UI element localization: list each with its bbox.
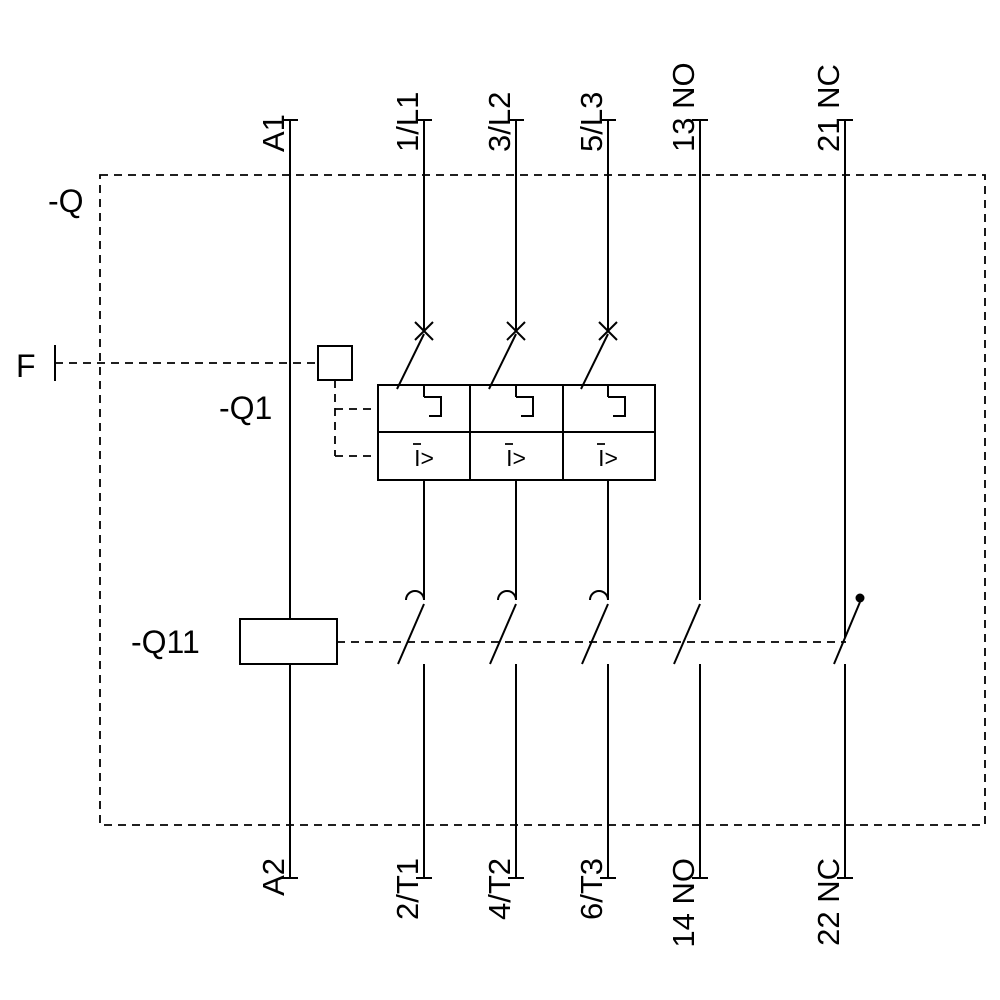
enclosure-dashed-border [99, 174, 986, 826]
terminal-label-6t3: 6/T3 [574, 858, 609, 920]
breaker-contact-x-marks [414, 321, 618, 341]
terminal-label-5l3: 5/L3 [574, 92, 609, 152]
terminal-label-13no: 13 NO [666, 62, 701, 152]
top-terminal-labels: A1 1/L1 3/L2 5/L3 13 NO 21 NC [256, 62, 846, 152]
breaker-q1-symbol: I> I> I> [377, 321, 656, 481]
terminal-ticks [282, 119, 853, 879]
terminal-label-3l2: 3/L2 [482, 92, 517, 152]
breaker-label: -Q1 [219, 390, 272, 426]
breaker-contact-blades [396, 333, 609, 390]
breaker-latch-glyphs [423, 385, 626, 417]
aux-nc-stop-dot [855, 593, 865, 603]
terminal-label-2t1: 2/T1 [390, 858, 425, 920]
terminal-label-21nc: 21 NC [811, 64, 846, 152]
trip-linkage-f [54, 345, 378, 457]
terminal-label-4t2: 4/T2 [482, 858, 517, 920]
aux-no-contact-blade [673, 603, 701, 665]
contactor-coil-box [239, 618, 338, 665]
trip-dashed-branches [334, 380, 378, 457]
terminal-label-a1: A1 [256, 114, 291, 152]
main-contact-blades [397, 603, 609, 665]
trip-actuator-square [317, 345, 353, 381]
terminal-label-22nc: 22 NC [811, 858, 846, 946]
terminal-label-14no: 14 NO [666, 858, 701, 948]
terminal-label-1l1: 1/L1 [390, 92, 425, 152]
breaker-trip-box-dividers [378, 385, 655, 480]
trip-input-label: F [16, 348, 36, 384]
bottom-terminal-labels: A2 2/T1 4/T2 6/T3 14 NO 22 NC [256, 858, 846, 948]
overload-symbol-pole3: I> [598, 445, 618, 471]
enclosure-label: -Q [48, 183, 84, 219]
coil-label: -Q11 [131, 624, 200, 660]
aux-nc-contact-blade [833, 601, 861, 665]
main-contact-arcs [405, 590, 609, 601]
overload-symbol-pole1: I> [414, 445, 434, 471]
conductor-lines [289, 120, 846, 878]
contactor-q11-symbol [239, 590, 865, 665]
terminal-label-a2: A2 [256, 858, 291, 896]
overload-symbol-pole2: I> [506, 445, 526, 471]
